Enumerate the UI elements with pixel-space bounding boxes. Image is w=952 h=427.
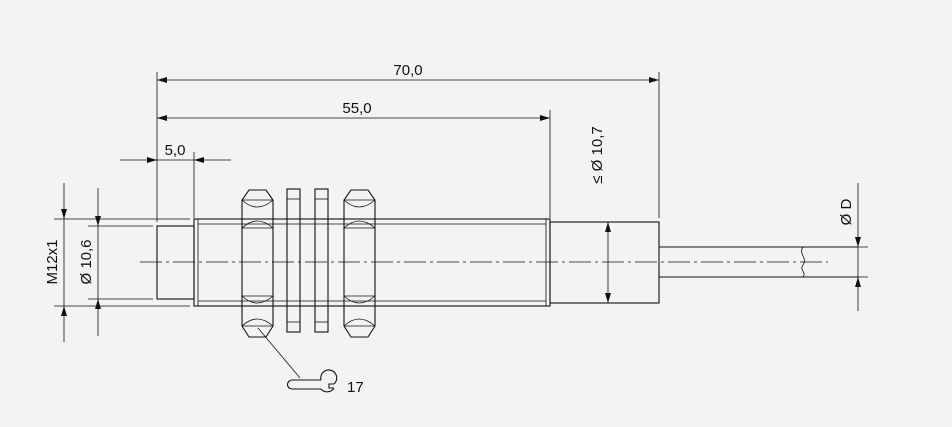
dimension-body-diameter: ≤ Ø 10,7	[589, 126, 611, 303]
dimension-face-offset: 5,0	[120, 142, 231, 163]
washer-front	[286, 188, 301, 333]
rear-housing	[549, 221, 660, 304]
sensing-face	[156, 225, 195, 300]
sensor-body	[156, 188, 858, 338]
extension-lines	[54, 72, 868, 307]
threaded-sleeve	[193, 218, 551, 307]
hex-nut-front	[241, 189, 274, 338]
dimension-thread-size: M12x1	[44, 183, 67, 342]
thread-length-label: 55,0	[342, 100, 371, 117]
thread-size-label: M12x1	[44, 239, 61, 284]
wrench-icon	[286, 369, 338, 393]
overall-length-label: 70,0	[393, 62, 422, 79]
wrench-callout: 17	[257, 327, 364, 396]
cable-diameter-label: Ø D	[838, 199, 855, 226]
dimension-cable-diameter: Ø D	[838, 183, 861, 311]
hex-nut-rear	[343, 189, 376, 338]
face-diameter-label: Ø 10,6	[78, 239, 95, 284]
dimension-face-diameter: Ø 10,6	[78, 188, 101, 336]
face-offset-label: 5,0	[165, 142, 186, 159]
dimension-overall-length: 70,0	[157, 62, 659, 83]
dimension-thread-length: 55,0	[157, 100, 550, 121]
wrench-size-label: 17	[347, 379, 364, 396]
washer-rear	[314, 188, 329, 333]
body-diameter-label: ≤ Ø 10,7	[589, 126, 606, 183]
